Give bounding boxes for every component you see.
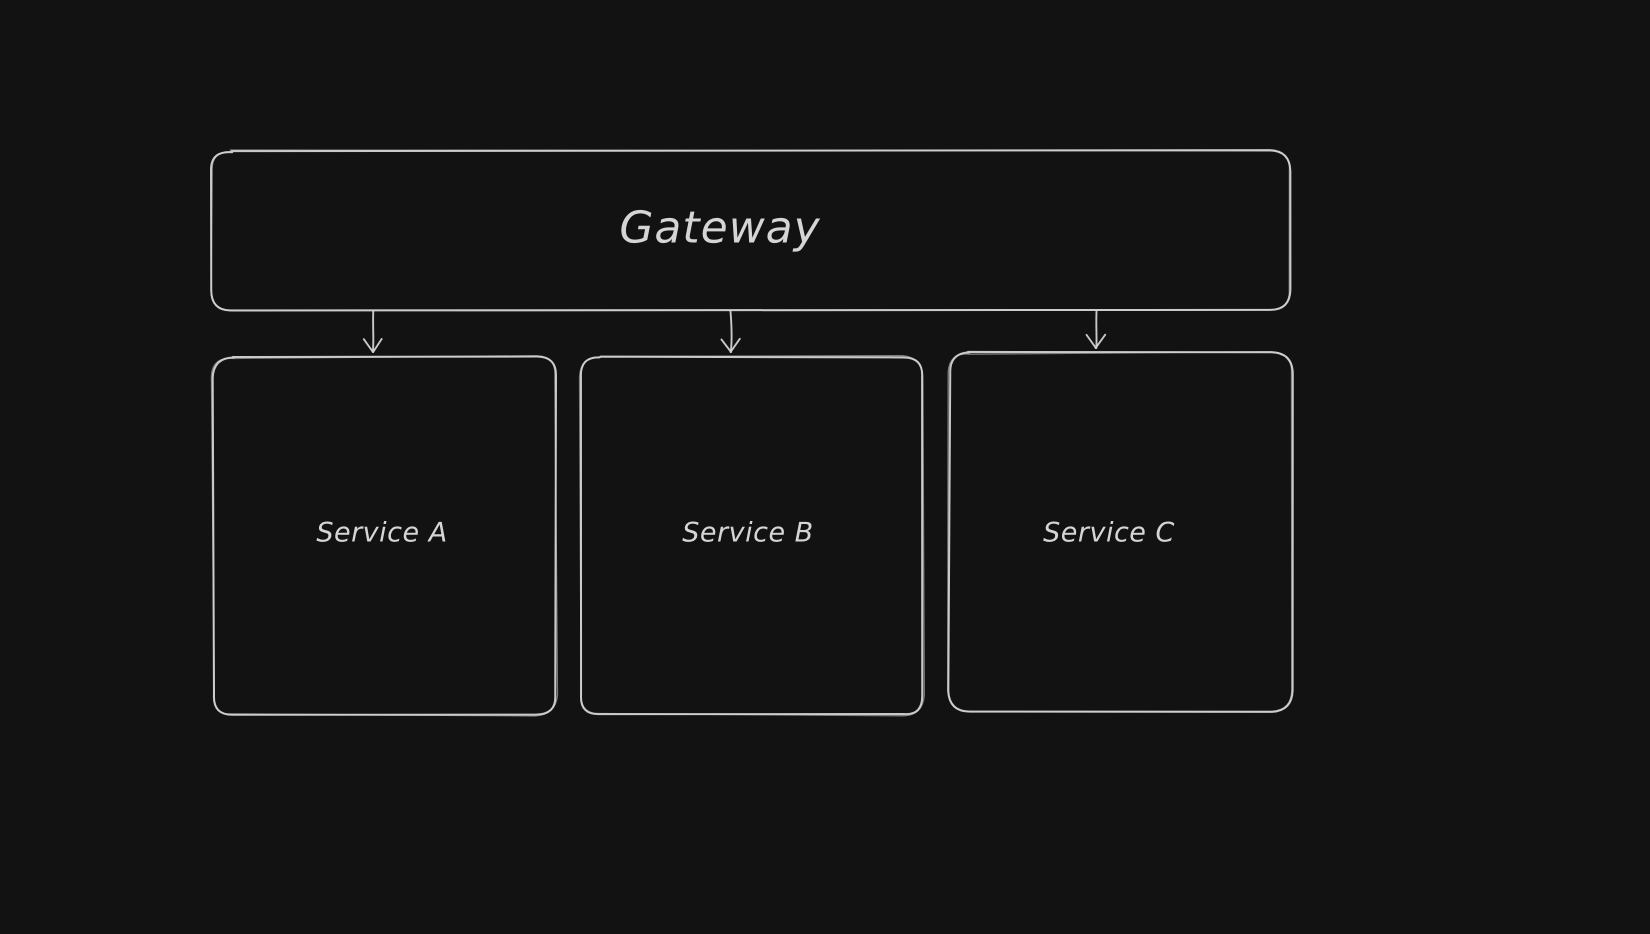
edge-gateway-service-a[interactable] <box>362 310 383 353</box>
edge-gateway-service-b[interactable] <box>720 310 741 353</box>
shapes-layer <box>210 149 1294 717</box>
node-service-b[interactable] <box>578 354 925 717</box>
node-service-c[interactable] <box>947 350 1294 713</box>
edges-layer <box>362 310 1107 353</box>
node-service-a[interactable] <box>210 355 559 717</box>
edge-gateway-service-c[interactable] <box>1085 310 1107 349</box>
node-gateway[interactable] <box>210 149 1292 312</box>
